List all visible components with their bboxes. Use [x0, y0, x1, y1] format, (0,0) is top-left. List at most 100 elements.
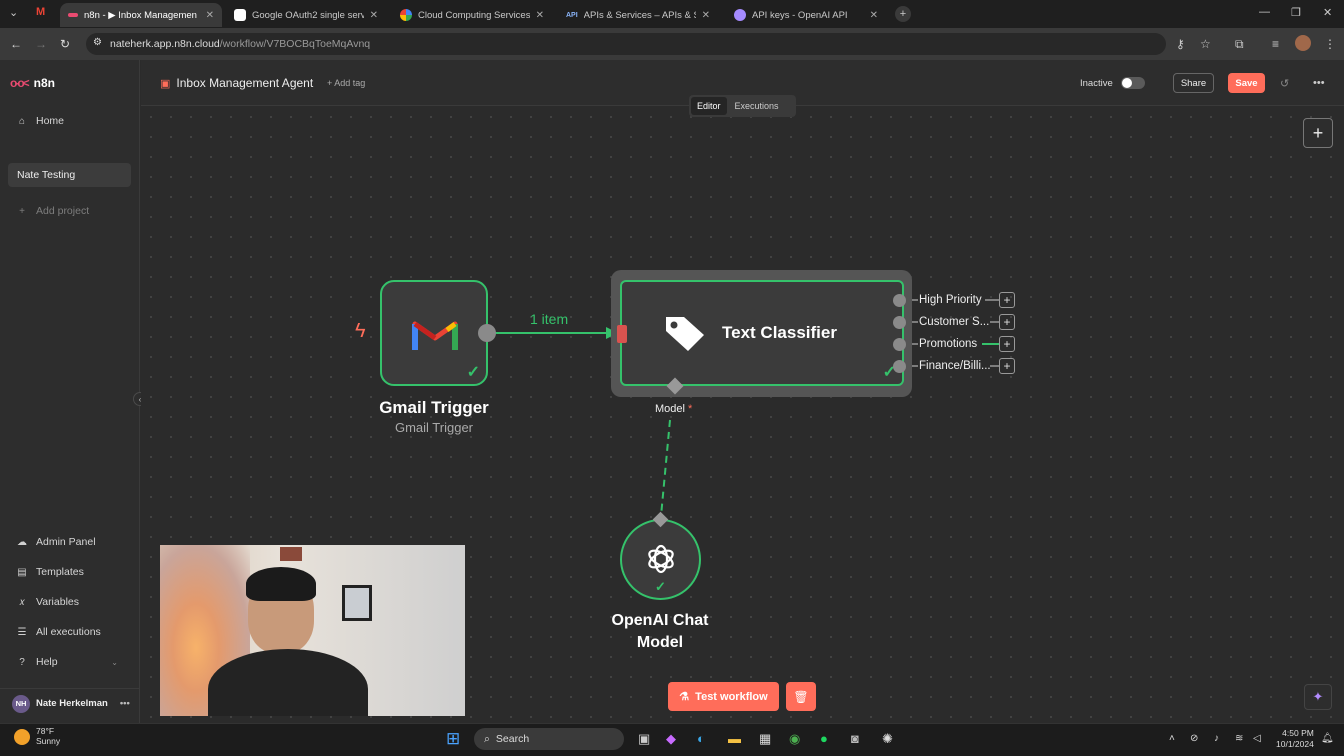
sidebar-item-home[interactable]: ⌂ Home: [16, 115, 64, 127]
file-explorer-icon[interactable]: ▬: [728, 731, 741, 746]
volume-icon[interactable]: ◁: [1253, 733, 1261, 744]
more-options-icon[interactable]: •••: [119, 698, 130, 709]
password-key-icon[interactable]: ⚷: [1176, 37, 1185, 51]
browser-menu-icon[interactable]: ⋮: [1324, 37, 1336, 51]
edge-icon[interactable]: ◐: [697, 731, 705, 746]
share-button[interactable]: Share: [1173, 73, 1214, 93]
media-control-icon[interactable]: ≡: [1272, 37, 1280, 51]
add-output-node-button[interactable]: +: [999, 358, 1015, 374]
add-project-button[interactable]: + Add project: [16, 205, 89, 217]
page-favicon-icon: [234, 9, 246, 21]
save-button[interactable]: Save: [1228, 73, 1265, 93]
add-output-node-button[interactable]: +: [999, 292, 1015, 308]
sidebar-item-project[interactable]: Nate Testing: [8, 163, 131, 187]
output-handle[interactable]: [893, 316, 906, 329]
close-tab-icon[interactable]: ✕: [205, 9, 214, 21]
avatar: NH: [12, 694, 30, 713]
close-tab-icon[interactable]: ✕: [535, 9, 544, 21]
openai-chat-model-node[interactable]: ✓: [620, 519, 701, 600]
close-window-icon[interactable]: ✕: [1323, 7, 1333, 19]
activation-toggle[interactable]: Inactive: [1080, 77, 1145, 89]
forward-icon[interactable]: →: [35, 37, 47, 51]
copilot-icon[interactable]: ◆: [666, 731, 676, 746]
weather-temp: 78°F: [36, 726, 55, 736]
gmail-trigger-node[interactable]: ✓: [380, 280, 488, 386]
microphone-icon[interactable]: ♪: [1214, 733, 1219, 744]
add-output-node-button[interactable]: +: [999, 336, 1015, 352]
tab-search-icon[interactable]: ⌄: [9, 7, 19, 19]
sidebar-item-label: Variables: [36, 596, 79, 608]
openai-node-title: OpenAI Chat Model: [585, 610, 735, 655]
url-host: nateherk.app.n8n.cloud: [110, 38, 220, 50]
output-handle[interactable]: [893, 360, 906, 373]
tab-apis-services[interactable]: API APIs & Services – APIs & Servic ✕: [558, 3, 718, 27]
toggle-switch[interactable]: [1120, 77, 1145, 89]
extensions-icon[interactable]: ⧉: [1235, 37, 1244, 51]
output-handle[interactable]: [893, 338, 906, 351]
sidebar-item-all-executions[interactable]: ☰ All executions: [16, 626, 101, 638]
profile-avatar[interactable]: [1295, 35, 1311, 51]
restore-icon[interactable]: ❐: [1291, 7, 1301, 19]
site-info-icon[interactable]: ⚙: [93, 37, 102, 48]
back-icon[interactable]: ←: [10, 37, 22, 51]
sidebar-item-label: Templates: [36, 566, 84, 578]
add-output-node-button[interactable]: +: [999, 314, 1015, 330]
bookmark-star-icon[interactable]: ☆: [1200, 37, 1211, 51]
trash-icon: 🗑: [793, 689, 809, 704]
tab-google-oauth[interactable]: Google OAuth2 single service | ✕: [226, 3, 386, 27]
close-tab-icon[interactable]: ✕: [869, 9, 878, 21]
ai-assistant-button[interactable]: ✦: [1304, 684, 1332, 710]
add-node-button[interactable]: +: [1303, 118, 1333, 148]
spotify-icon[interactable]: ●: [820, 731, 828, 746]
weather-widget[interactable]: 78°F Sunny: [14, 726, 60, 747]
user-menu[interactable]: NH Nate Herkelman •••: [0, 688, 140, 718]
flask-icon: ⚗: [679, 691, 690, 703]
wifi-icon[interactable]: ≋: [1235, 733, 1244, 744]
notification-bell-icon[interactable]: 🔔︎: [1321, 733, 1334, 744]
plus-icon: +: [19, 205, 25, 217]
network-off-icon[interactable]: ⊘: [1190, 733, 1199, 744]
tab-openai-keys[interactable]: API keys - OpenAI API ✕: [726, 3, 886, 27]
output-handle[interactable]: [478, 324, 496, 342]
windows-start-icon[interactable]: ⊞: [446, 729, 461, 748]
tab-editor[interactable]: Editor: [691, 97, 727, 115]
taskbar-search[interactable]: ⌕ Search: [474, 728, 624, 750]
more-menu-icon[interactable]: •••: [1313, 77, 1325, 89]
reload-icon[interactable]: ↻: [60, 37, 71, 51]
tab-cloud-computing[interactable]: Cloud Computing Services | Go ✕: [392, 3, 552, 27]
n8n-logo[interactable]: o-o< n8n: [10, 76, 55, 90]
delete-button[interactable]: 🗑: [786, 682, 816, 711]
sidebar-item-help[interactable]: ? Help ⌄: [16, 656, 118, 668]
taskbar: [0, 723, 1344, 756]
app-icon[interactable]: ✺: [882, 731, 893, 746]
url-field[interactable]: nateherk.app.n8n.cloud/workflow/V7BOCBqT…: [86, 33, 1166, 55]
minimize-icon[interactable]: —: [1259, 6, 1270, 18]
tab-n8n[interactable]: n8n - ▶ Inbox Managemen ✕: [60, 3, 222, 27]
task-view-icon[interactable]: ▣: [638, 731, 651, 746]
sidebar-item-templates[interactable]: ▤ Templates: [16, 566, 84, 578]
tab-executions[interactable]: Executions: [734, 101, 779, 111]
output-handle[interactable]: [893, 294, 906, 307]
person-hair: [246, 567, 316, 601]
tray-overflow-icon[interactable]: ˄: [1169, 733, 1175, 744]
chrome-icon[interactable]: ◉: [789, 731, 801, 746]
new-tab-button[interactable]: +: [895, 6, 911, 22]
text-classifier-node[interactable]: ✓: [620, 280, 904, 386]
close-tab-icon[interactable]: ✕: [701, 9, 710, 21]
trigger-bolt-icon: ϟ: [355, 320, 366, 342]
add-tag-button[interactable]: + Add tag: [327, 78, 366, 88]
camera-icon[interactable]: ◙: [851, 731, 859, 746]
success-check-icon: ✓: [466, 364, 480, 381]
taskbar-clock[interactable]: 4:50 PM 10/1/2024: [1276, 728, 1314, 750]
history-icon[interactable]: ↺: [1280, 78, 1290, 90]
sidebar-item-admin-panel[interactable]: ☁ Admin Panel: [16, 536, 96, 548]
output-label-high-priority: High Priority: [919, 294, 982, 306]
workflow-title[interactable]: ▣ Inbox Management Agent: [160, 76, 313, 90]
store-icon[interactable]: ▦: [759, 731, 772, 746]
test-workflow-button[interactable]: ⚗ Test workflow: [668, 682, 779, 711]
sidebar-item-variables[interactable]: 𝑥 Variables: [16, 596, 79, 608]
gmail-pinned-tab-icon[interactable]: M: [36, 6, 46, 18]
close-tab-icon[interactable]: ✕: [369, 9, 378, 21]
input-handle[interactable]: [617, 325, 627, 343]
gmail-node-title: Gmail Trigger: [379, 398, 489, 417]
